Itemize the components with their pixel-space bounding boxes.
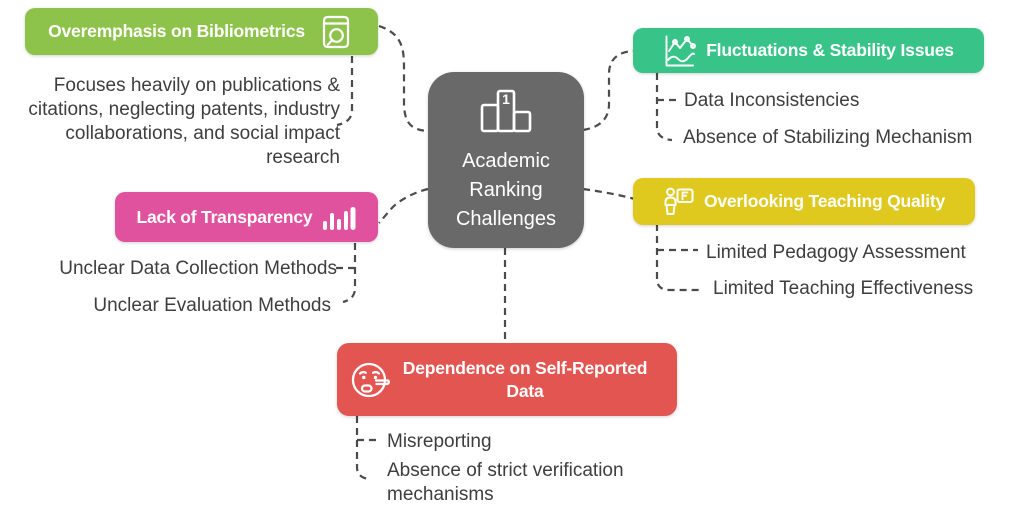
bar-chart-icon: [323, 207, 356, 230]
line-chart-icon: [665, 35, 697, 66]
center-node[interactable]: 1 Academic Ranking Challenges: [428, 72, 584, 248]
connector-center-transparency: [378, 187, 429, 224]
node-label: Overemphasis on Bibliometrics: [48, 21, 305, 41]
leaf-limited-pedagogy[interactable]: Limited Pedagogy Assessment: [706, 242, 966, 263]
connector-teaching-children: [655, 224, 700, 292]
leaf-absence-verification[interactable]: Absence of strict verification mechanism…: [387, 460, 624, 505]
center-node-title: Academic Ranking Challenges: [455, 149, 557, 230]
svg-text:1: 1: [502, 91, 510, 107]
node-dependence-self-reported[interactable]: Dependence on Self-Reported Data: [337, 343, 677, 416]
connector-center-teaching: [582, 187, 636, 201]
leaf-misreporting[interactable]: Misreporting: [387, 431, 492, 452]
node-lack-of-transparency[interactable]: Lack of Transparency: [115, 192, 378, 242]
podium-first-place-icon: 1: [480, 89, 532, 132]
connector-bibliometrics-center: [378, 24, 429, 133]
node-overlooking-teaching-quality[interactable]: Overlooking Teaching Quality: [633, 178, 975, 225]
teacher-grade-board-icon: [664, 187, 694, 215]
node-label: Dependence on Self-Reported Data: [402, 357, 648, 401]
node-label: Fluctuations & Stability Issues: [706, 40, 954, 60]
leaf-absence-stabilizing[interactable]: Absence of Stabilizing Mechanism: [683, 127, 973, 148]
leaf-limited-teaching-effectiveness[interactable]: Limited Teaching Effectiveness: [713, 278, 974, 299]
connector-center-fluctuations: [582, 49, 634, 132]
node-overemphasis-bibliometrics[interactable]: Overemphasis on Bibliometrics: [25, 8, 378, 55]
node-bibliometrics-description[interactable]: Focuses heavily on publications & citati…: [28, 75, 340, 169]
connector-selfreported-children: [355, 416, 371, 481]
connector-fluctuations-children: [655, 73, 673, 142]
leaf-unclear-evaluation[interactable]: Unclear Evaluation Methods: [93, 295, 331, 316]
connector-transparency-children: [342, 243, 357, 304]
node-fluctuations-stability[interactable]: Fluctuations & Stability Issues: [633, 28, 984, 73]
leaf-data-inconsistencies[interactable]: Data Inconsistencies: [684, 90, 860, 111]
worried-face-icon: [351, 362, 390, 398]
leaf-unclear-data-collection[interactable]: Unclear Data Collection Methods: [59, 258, 337, 279]
book-search-icon: [322, 15, 349, 48]
node-label: Overlooking Teaching Quality: [703, 191, 946, 211]
node-label: Lack of Transparency: [136, 206, 313, 227]
